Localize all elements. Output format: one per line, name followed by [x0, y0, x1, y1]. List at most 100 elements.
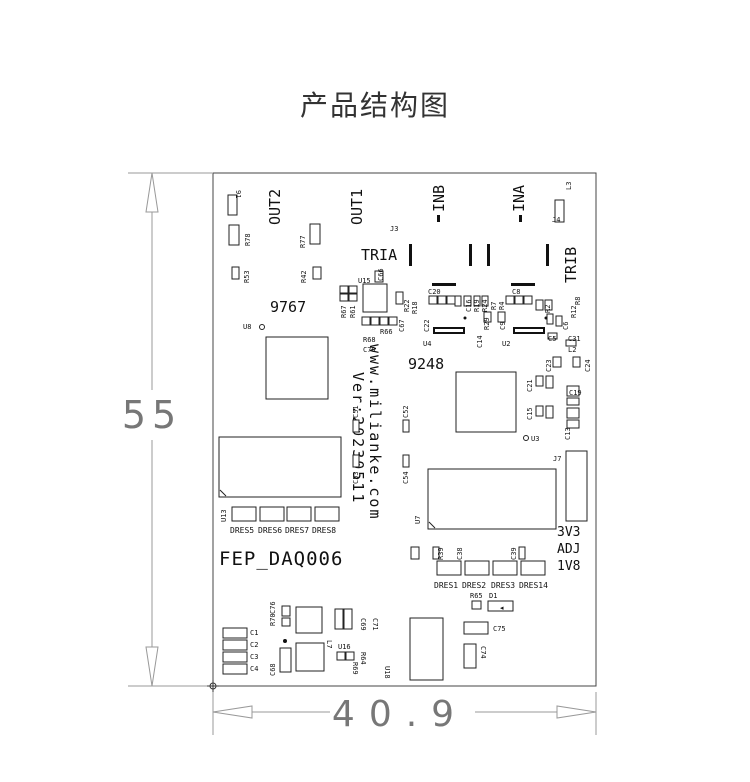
ref-c68: C68 — [269, 663, 277, 676]
ref-c74: C74 — [479, 646, 487, 659]
ref-r64: R64 — [359, 652, 367, 665]
width-dimension — [212, 692, 597, 735]
chip-u16 — [295, 642, 325, 672]
ref-l3: L3 — [565, 182, 573, 190]
header-j7 — [565, 450, 588, 522]
label-9248: 9248 — [408, 355, 444, 373]
ref-dres14: DRES14 — [519, 581, 548, 590]
page-title: 产品结构图 — [299, 89, 450, 122]
ref-u8: U8 — [243, 323, 251, 331]
ref-c66: C66 — [377, 268, 385, 281]
ref-j4: J4 — [552, 216, 560, 224]
ref-u7: U7 — [414, 516, 422, 524]
label-9767: 9767 — [270, 298, 306, 316]
ref-r8: R8 — [574, 297, 582, 305]
ref-r66: R66 — [380, 328, 393, 336]
ref-u2: U2 — [502, 340, 510, 348]
ref-r78: R78 — [244, 233, 252, 246]
ref-c14: C14 — [476, 335, 484, 348]
ref-u16: U16 — [338, 643, 351, 651]
ref-dres1: DRES1 — [434, 581, 458, 590]
part-r53a — [231, 266, 240, 280]
ref-c13: C13 — [564, 427, 572, 440]
ref-r12: R12 — [570, 305, 578, 318]
ref-r39: R39 — [437, 547, 445, 560]
ref-u15: U15 — [358, 277, 371, 285]
ref-c19: C19 — [569, 389, 582, 397]
module-u7 — [427, 468, 557, 530]
label-inb: INB — [430, 185, 448, 212]
corner-marker — [207, 680, 219, 692]
board-model: FEP_DAQ006 — [219, 548, 343, 570]
part-91 — [227, 194, 238, 216]
label-3v3: 3V3 — [557, 525, 580, 540]
label-ina: INA — [510, 185, 528, 212]
ref-r67: R67 — [340, 305, 348, 318]
ref-c24: C24 — [584, 359, 592, 372]
ref-r53: R53 — [243, 270, 251, 283]
ref-c70: C70 — [363, 346, 376, 354]
ref-r7: R7 — [490, 302, 498, 310]
board-version: Ver:20230511 — [349, 372, 367, 504]
ref-c1: C1 — [250, 629, 258, 637]
svg-text:◂: ◂ — [500, 604, 504, 612]
ref-r42: R42 — [300, 270, 308, 283]
height-value: 55 — [122, 393, 182, 437]
label-adj: ADJ — [557, 542, 580, 557]
ref-c39: C39 — [510, 547, 518, 560]
chip-u8 — [265, 336, 329, 400]
ref-r4: R4 — [498, 302, 506, 310]
ref-c69: C69 — [359, 618, 367, 631]
ref-r65: R65 — [470, 592, 483, 600]
ref-c20: C20 — [428, 288, 441, 296]
ref-c53: C53 — [352, 471, 360, 484]
ref-c3: C3 — [250, 653, 258, 661]
ref-c4: C4 — [250, 665, 258, 673]
ref-d1: D1 — [489, 592, 497, 600]
ref-r19: R19 — [473, 299, 481, 312]
height-dimension — [128, 172, 212, 687]
ref-r68: R68 — [363, 336, 376, 344]
ref-dres7: DRES7 — [285, 526, 309, 535]
ref-r18: R18 — [411, 301, 419, 314]
part-r42a — [312, 266, 322, 280]
chip-u2 — [513, 327, 545, 334]
chip-u18 — [409, 617, 444, 681]
ref-c16: C16 — [465, 299, 473, 312]
chip-u15 — [362, 283, 388, 313]
ref-l7: L7 — [325, 640, 333, 648]
label-trib: TRIB — [562, 247, 580, 283]
ref-j3: J3 — [390, 225, 398, 233]
ref-dres6: DRES6 — [258, 526, 282, 535]
ref-r77: R77 — [299, 235, 307, 248]
ref-c51: C51 — [352, 405, 360, 418]
inductor-l7 — [295, 606, 323, 634]
ref-c75: C75 — [493, 625, 506, 633]
connector-bars — [409, 215, 549, 286]
ref-c23: C23 — [545, 359, 553, 372]
ref-c9: C9 — [499, 322, 507, 330]
ref-c71: C71 — [371, 618, 379, 631]
ref-r29: R29 — [483, 317, 491, 330]
ref-dres3: DRES3 — [491, 581, 515, 590]
ref-c21: C21 — [526, 379, 534, 392]
ref-dres2: DRES2 — [462, 581, 486, 590]
ref-dres5: DRES5 — [230, 526, 254, 535]
ref-91: 91 — [234, 190, 242, 198]
ref-c8: C8 — [512, 288, 520, 296]
label-tria: TRIA — [361, 246, 397, 264]
part-r78 — [228, 224, 240, 246]
width-value: 40.9 — [332, 694, 468, 735]
ref-c38: C38 — [456, 547, 464, 560]
ref-u4: U4 — [423, 340, 431, 348]
label-out2: OUT2 — [266, 189, 284, 225]
ref-r24: R24 — [481, 299, 489, 312]
ref-r22: R22 — [403, 299, 411, 312]
ref-r2: R2 — [544, 305, 552, 313]
ref-r61: R61 — [349, 305, 357, 318]
diode-d1 — [487, 600, 514, 612]
chip-u3 — [455, 371, 517, 433]
ref-c31: C31 — [568, 335, 581, 343]
ref-u3: U3 — [531, 435, 539, 443]
